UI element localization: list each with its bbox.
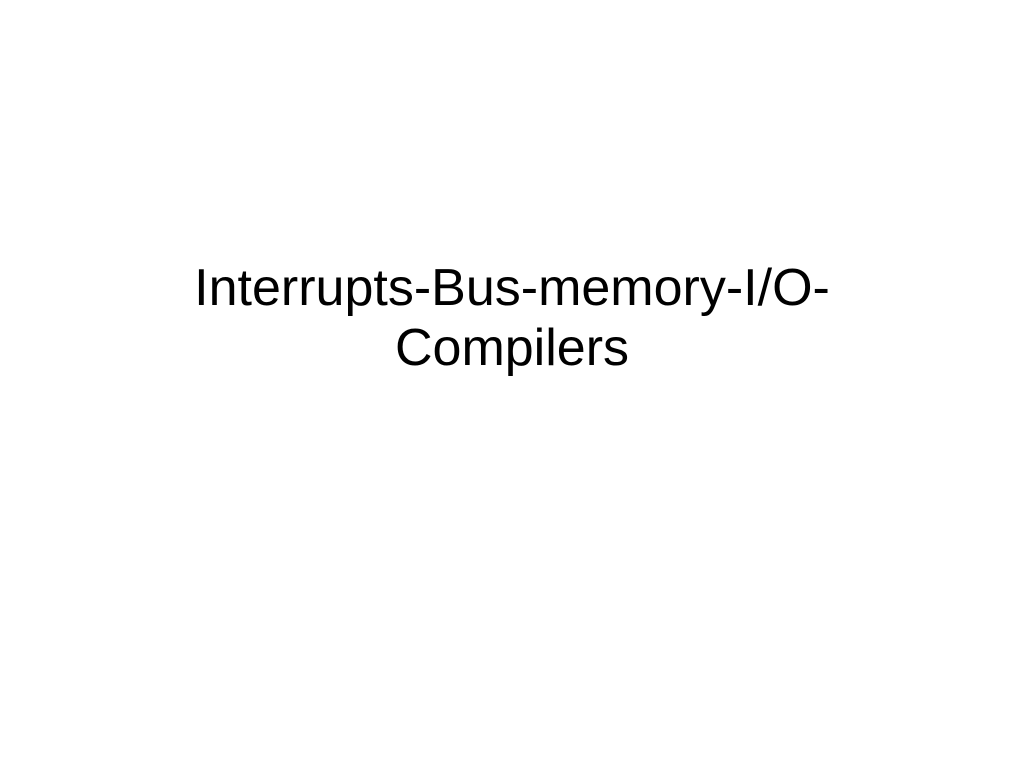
slide-title-line-1: Interrupts-Bus-memory-I/O- (194, 259, 830, 317)
slide-title-line-2: Compilers (394, 319, 630, 377)
slide-title: Interrupts-Bus-memory-I/O- Compilers (60, 258, 964, 378)
